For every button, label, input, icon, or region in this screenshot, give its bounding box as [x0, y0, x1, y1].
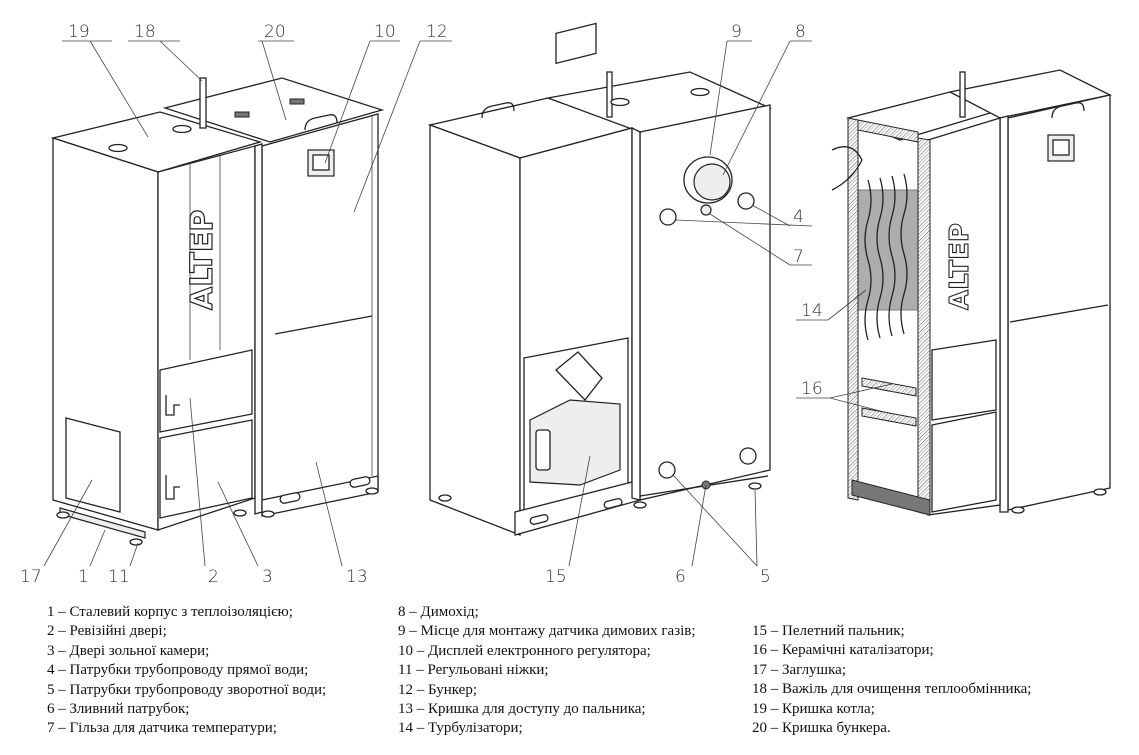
- legend-item: 4 – Патрубки трубопроводу прямої води;: [47, 662, 309, 679]
- legend-item: 5 – Патрубки трубопроводу зворотної води…: [47, 681, 327, 698]
- legend-item: 2 – Ревізійні двері;: [47, 623, 167, 640]
- legend-item: 19 – Кришка котла;: [752, 700, 875, 717]
- callout-15: 15: [545, 567, 567, 587]
- callout-18: 18: [134, 22, 156, 42]
- legend-item: 6 – Зливний патрубок;: [47, 701, 190, 718]
- callout-8: 8: [795, 22, 806, 42]
- callout-5: 5: [760, 567, 771, 587]
- legend-item: 20 – Кришка бункера.: [752, 720, 891, 737]
- callout-3: 3: [262, 567, 273, 587]
- callout-7: 7: [793, 247, 804, 267]
- legend-item: 9 – Місце для монтажу датчика димових га…: [398, 623, 696, 640]
- callout-12: 12: [426, 22, 448, 42]
- callout-13: 13: [346, 567, 368, 587]
- ash-door: [159, 419, 253, 519]
- brand-logo: ALTEP: [185, 210, 220, 310]
- cleaning-lever: [199, 77, 207, 129]
- callout-6: 6: [675, 567, 686, 587]
- cutaway-view: ALTEP: [831, 69, 1112, 516]
- callout-2: 2: [208, 567, 219, 587]
- callout-4: 4: [793, 207, 804, 227]
- rear-view: [427, 22, 773, 536]
- legend-item: 7 – Гільза для датчика температури;: [47, 720, 277, 737]
- brand-logo-cutaway: ALTEP: [945, 223, 975, 310]
- front-view: ALTEP: [50, 77, 385, 546]
- callout-19: 19: [68, 22, 90, 42]
- legend-item: 12 – Бункер;: [398, 681, 478, 698]
- blank-plug: [65, 417, 121, 513]
- legend-item: 14 – Турбулізатори;: [398, 720, 523, 737]
- callout-17: 17: [20, 567, 42, 587]
- callout-9: 9: [731, 22, 742, 42]
- legend-column-3: 15 – Пелетний пальник; 16 – Керамічні ка…: [752, 622, 1031, 738]
- turbulators: [864, 173, 908, 341]
- legend-item: 16 – Керамічні каталізатори;: [752, 642, 934, 659]
- callout-1: 1: [78, 567, 89, 587]
- legend-item: 17 – Заглушка;: [752, 661, 846, 678]
- callout-14: 14: [801, 301, 823, 321]
- hopper-lid: [162, 77, 385, 143]
- legend-item: 15 – Пелетний пальник;: [752, 623, 905, 639]
- legend-item: 11 – Регульовані ніжки;: [398, 662, 549, 679]
- callout-16: 16: [801, 379, 823, 399]
- legend-column-1: 1 – Сталевий корпус з теплоізоляцією; 2 …: [47, 603, 326, 739]
- callout-20: 20: [264, 22, 286, 42]
- inspection-door: [159, 349, 253, 433]
- legend-item: 13 – Кришка для доступу до пальника;: [398, 701, 646, 718]
- legend-item: 10 – Дисплей електронного регулятора;: [398, 642, 651, 659]
- legend-item: 1 – Сталевий корпус з теплоізоляцією;: [47, 604, 293, 620]
- legend-column-2: 8 – Димохід; 9 – Місце для монтажу датчи…: [398, 603, 696, 739]
- ceramic-catalyst: [861, 377, 917, 397]
- pellet-burner: [529, 399, 621, 486]
- callouts: 19 18 20 10 12 9 8 4 7 14 16 17 1: [20, 22, 893, 587]
- callout-11: 11: [108, 567, 130, 587]
- boiler-drawing: ALTEP: [20, 22, 1112, 587]
- legend-item: 3 – Двері зольної камери;: [47, 642, 210, 659]
- legend-item: 8 – Димохід;: [398, 604, 479, 620]
- callout-10: 10: [374, 22, 396, 42]
- legend-item: 18 – Важіль для очищення теплообмінника;: [752, 681, 1032, 698]
